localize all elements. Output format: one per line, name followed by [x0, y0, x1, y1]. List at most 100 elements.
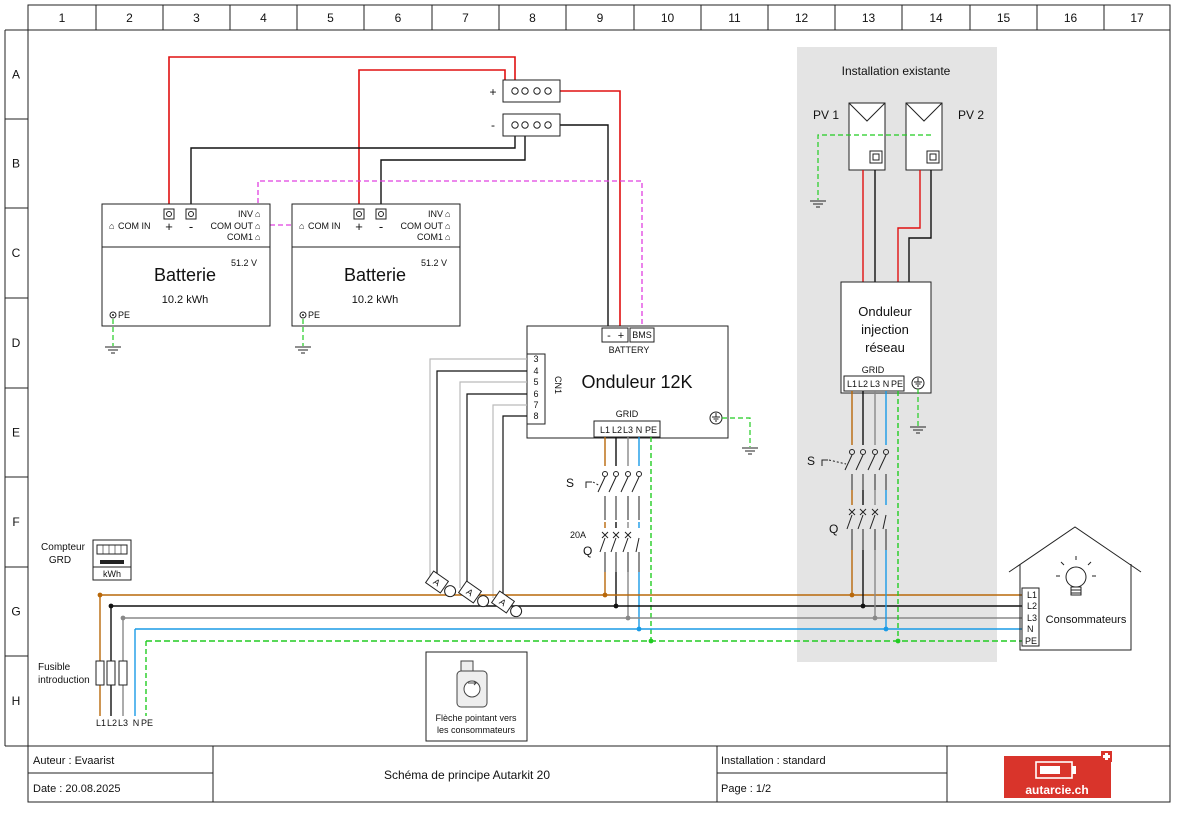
- column-label: 9: [597, 11, 604, 25]
- svg-text:autarcie.ch: autarcie.ch: [1025, 783, 1088, 797]
- svg-text:-: -: [607, 330, 611, 342]
- svg-text:Fusible: Fusible: [38, 662, 71, 673]
- lightbulb-icon: [1056, 556, 1096, 596]
- svg-text:L3: L3: [870, 379, 880, 389]
- row-label: H: [12, 694, 21, 708]
- svg-text:+: +: [618, 330, 624, 342]
- svg-text:⌂: ⌂: [445, 209, 450, 219]
- earth-symbol-battery-1: [105, 346, 121, 354]
- consumers-house: L1 L2 L3 N PE Consommateurs: [1008, 526, 1142, 651]
- cn1-pin-label: 6: [533, 389, 538, 399]
- column-dividers: [27, 5, 1171, 30]
- pv2-label: PV 2: [958, 108, 984, 122]
- battery-logo-icon: [1035, 761, 1076, 779]
- svg-text:PE: PE: [645, 425, 657, 435]
- ac-disconnect-switch-right: S: [807, 445, 892, 490]
- ct-clamps: AAA: [424, 570, 523, 618]
- dc-positive-wires: [168, 56, 621, 328]
- svg-text:Onduleur: Onduleur: [858, 304, 912, 319]
- column-label: 7: [462, 11, 469, 25]
- svg-text:PE: PE: [308, 310, 320, 320]
- ct-sensor-wires: [429, 358, 527, 598]
- svg-text:-: -: [189, 219, 193, 234]
- svg-text:injection: injection: [861, 322, 909, 337]
- svg-text:-: -: [491, 118, 495, 132]
- svg-text:réseau: réseau: [865, 340, 905, 355]
- svg-text:COM1: COM1: [227, 232, 253, 242]
- pv-panel-2: PV 2: [905, 102, 984, 171]
- ct-clamp: A: [424, 570, 457, 598]
- breaker-q-label: Q: [583, 544, 592, 558]
- inverter-earth-wire: [722, 417, 751, 447]
- svg-text:Flèche pointant vers: Flèche pointant vers: [435, 713, 517, 723]
- consumers-label: Consommateurs: [1046, 614, 1127, 626]
- svg-text:COM OUT: COM OUT: [211, 221, 254, 231]
- grid-tie-inverter: Onduleur injection réseau GRID L1 L2 L3 …: [840, 281, 932, 394]
- row-label: E: [12, 426, 20, 440]
- ac-disconnect-switch-left: S: [566, 466, 644, 522]
- column-label: 3: [193, 11, 200, 25]
- ct-orientation-note: Flèche pointant vers les consommateurs: [425, 651, 528, 742]
- svg-text:PE: PE: [141, 718, 153, 728]
- cn1-pin-label: 3: [533, 354, 538, 364]
- row-label: D: [12, 336, 21, 350]
- row-label: A: [12, 68, 20, 82]
- port-icon: ⌂: [109, 221, 114, 231]
- svg-text:N: N: [636, 425, 643, 435]
- circuit-breaker-q-left: 20A Q: [570, 528, 644, 572]
- earth-symbol-grid-tie: [910, 426, 926, 434]
- row-label: F: [12, 515, 19, 529]
- circuit-breaker-q-right: Q: [829, 505, 892, 550]
- battery-2-voltage: 51.2 V: [421, 258, 447, 268]
- sheet-frame: [4, 4, 1171, 803]
- column-label: 14: [929, 11, 943, 25]
- svg-text:L3: L3: [118, 718, 128, 728]
- switch-s-label: S: [566, 476, 574, 490]
- svg-text:PE: PE: [118, 310, 130, 320]
- svg-text:GRD: GRD: [49, 555, 71, 566]
- column-label: 13: [862, 11, 876, 25]
- svg-text:PE: PE: [1025, 636, 1037, 646]
- svg-text:L2: L2: [612, 425, 622, 435]
- battery-2-title: Batterie: [344, 265, 406, 285]
- battery-1-title: Batterie: [154, 265, 216, 285]
- battery-1: + - ⌂ COM IN INV COM OUT COM1 ⌂ ⌂ ⌂ 51.2…: [101, 203, 271, 327]
- ct-clamp: A: [457, 580, 490, 608]
- column-label: 16: [1064, 11, 1078, 25]
- svg-text:+: +: [355, 219, 363, 234]
- svg-text:⌂: ⌂: [445, 232, 450, 242]
- svg-text:⌂: ⌂: [299, 221, 304, 231]
- row-dividers: [5, 29, 28, 747]
- column-label: 17: [1130, 11, 1144, 25]
- ct-clamp-letter: A: [497, 597, 508, 609]
- svg-text:L2: L2: [1027, 601, 1037, 611]
- row-label: B: [12, 157, 20, 171]
- svg-text:les consommateurs: les consommateurs: [437, 725, 516, 735]
- svg-text:PE: PE: [891, 379, 903, 389]
- svg-text:COM IN: COM IN: [308, 221, 341, 231]
- row-label: G: [11, 605, 20, 619]
- cn1-label: CN1: [553, 376, 563, 394]
- cn1-pin-label: 8: [533, 411, 538, 421]
- svg-text:L1: L1: [96, 718, 106, 728]
- battery-earth-wires: [112, 319, 304, 346]
- dc-negative-wires: [190, 124, 609, 328]
- svg-text:+: +: [489, 85, 496, 99]
- battery-2: + - ⌂ COM IN INV COM OUT COM1 ⌂ ⌂ ⌂ 51.2…: [291, 203, 461, 327]
- pv-string-wires: [862, 170, 932, 282]
- pv-earth-wire: [817, 134, 931, 200]
- battery-1-voltage: 51.2 V: [231, 258, 257, 268]
- svg-text:Compteur: Compteur: [41, 542, 86, 553]
- earth-symbol-battery-2: [295, 346, 311, 354]
- existing-installation-title: Installation existante: [842, 64, 951, 78]
- svg-text:⌂: ⌂: [255, 221, 260, 231]
- svg-text:L1: L1: [847, 379, 857, 389]
- cn1-pin-label: 7: [533, 400, 538, 410]
- incoming-lines: [99, 595, 147, 716]
- inverter-battery-label: BATTERY: [609, 345, 650, 355]
